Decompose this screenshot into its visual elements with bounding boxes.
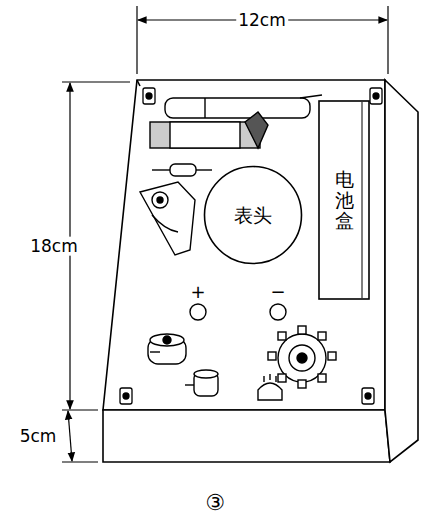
dimension-label: 5cm <box>18 427 59 446</box>
components <box>140 95 326 400</box>
battery-box-frame <box>319 101 369 299</box>
dimension-label: 12cm <box>236 11 288 30</box>
dimension-lines <box>62 6 388 462</box>
corner-screws <box>120 88 382 404</box>
meter-head: 表头 <box>203 165 303 265</box>
battery-box-label: 电池盒 <box>335 169 354 232</box>
terminal-sign: − <box>270 282 285 302</box>
dimension-label: 18cm <box>28 237 80 256</box>
meter-circle <box>205 167 302 264</box>
terminal-sign: + <box>190 282 205 302</box>
switch-lugs <box>268 326 336 388</box>
battery-box-edge <box>362 102 363 298</box>
box-outline <box>103 80 418 462</box>
battery-box: 电池盒 <box>318 100 370 300</box>
meter-head-label: 表头 <box>234 205 272 226</box>
figure-number: ③ <box>203 491 227 515</box>
